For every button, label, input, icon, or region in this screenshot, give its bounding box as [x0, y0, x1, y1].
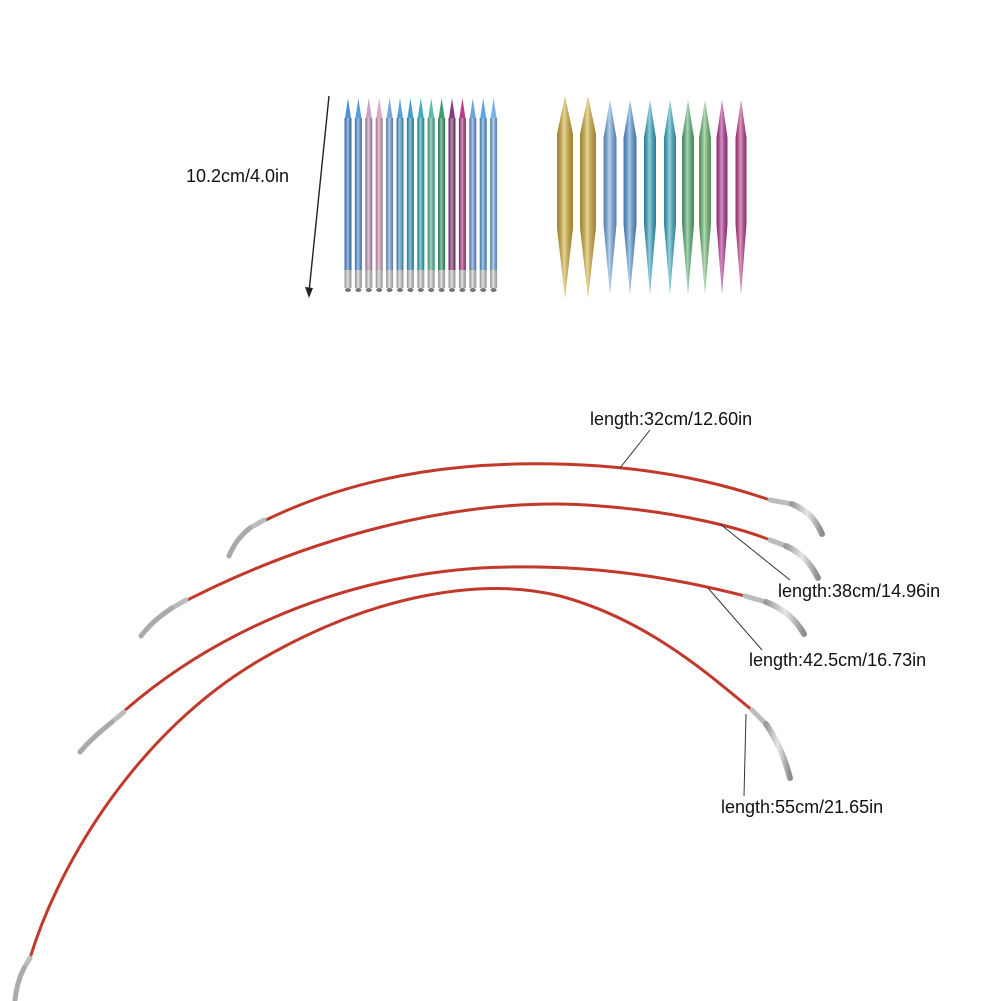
large-needle-tip: [664, 100, 676, 294]
small-needle-tip: [406, 98, 414, 292]
small-needle-tip: [375, 98, 383, 292]
cable-3-length-label: length:42.5cm/16.73in: [749, 650, 927, 670]
small-needle-tip: [458, 98, 466, 292]
large-needle-tip: [682, 100, 694, 294]
large-needle-tip: [557, 96, 573, 298]
leader-lines: [619, 429, 791, 797]
cable-4-length-label: length:55cm/21.65in: [721, 797, 884, 817]
cable-3: [77, 565, 807, 755]
large-needle-tip: [735, 100, 747, 294]
cable-2-length-label: length:38cm/14.96in: [778, 581, 941, 601]
large-needle-tip: [644, 100, 656, 294]
small-needle-tip: [396, 98, 404, 292]
cable-2: [138, 502, 821, 639]
small-needle-tip: [354, 98, 362, 292]
small-needle-tip: [344, 98, 352, 292]
tip-length-label: 10.2cm/4.0in: [186, 166, 290, 186]
small-needle-tip: [386, 98, 394, 292]
small-needle-tip: [479, 98, 487, 292]
small-needle-tip: [448, 98, 456, 292]
large-needle-tip: [699, 100, 711, 294]
large-needle-tip: [716, 100, 728, 294]
small-needle-tip: [438, 98, 446, 292]
cable-1: [226, 462, 825, 559]
small-needle-tip: [490, 98, 498, 292]
cable-4: [12, 587, 793, 1001]
small-needle-tip: [417, 98, 425, 292]
large-needle-tips: [557, 96, 747, 298]
small-needle-tip: [427, 98, 435, 292]
small-needle-tip: [365, 98, 373, 292]
large-needle-tip: [623, 100, 637, 294]
small-needle-tip: [469, 98, 477, 292]
large-needle-tip: [580, 96, 596, 298]
large-needle-tip: [603, 100, 617, 294]
small-needle-tips: [344, 98, 498, 292]
tip-length-arrow: [305, 95, 330, 298]
cable-1-length-label: length:32cm/12.60in: [590, 409, 753, 429]
